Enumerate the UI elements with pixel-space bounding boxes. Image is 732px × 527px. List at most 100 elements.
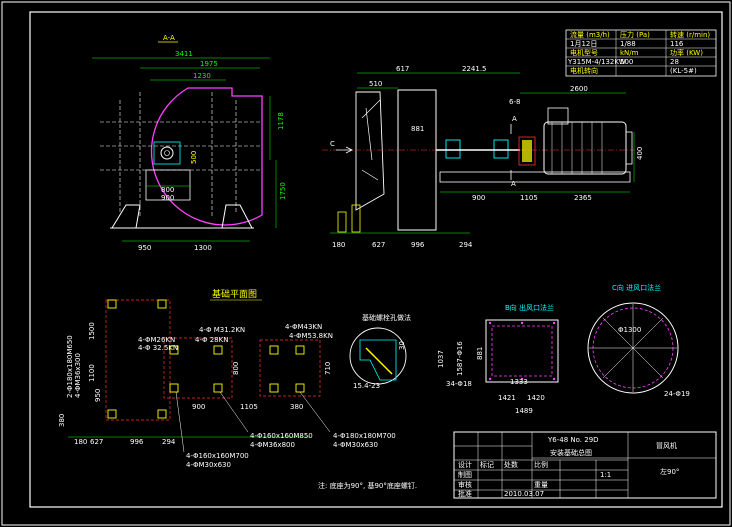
dim-front-5: 500 xyxy=(190,151,198,164)
drawing-note: 注: 底座为90°, 基90°底座螺钉. xyxy=(318,481,417,490)
spec-cell: 流量 (m3/h) xyxy=(570,30,610,39)
plan-dim: 996 xyxy=(130,438,144,446)
bolt-label: 4-Φ180x180M700 xyxy=(333,432,396,440)
load-label: 4-ΦM26KN xyxy=(138,336,175,344)
dim-front-6: 800 xyxy=(161,186,174,194)
plan-title: 基础平面图 xyxy=(212,288,257,300)
title-model: Y6-48 No. 29D xyxy=(547,436,599,444)
detail-dim: 15.4-23 xyxy=(353,382,380,390)
label-a-bottom: A xyxy=(511,180,516,188)
dim-side-4: 2600 xyxy=(570,85,588,93)
plan-dim: 900 xyxy=(192,403,205,411)
dim-side-9: 1105 xyxy=(520,194,538,202)
plan-dim: 1105 xyxy=(240,403,258,411)
title-cell: 比例 xyxy=(534,460,548,469)
spec-cell: 压力 (Pa) xyxy=(620,30,650,39)
c-view-flange: C向 进风口法兰 Φ1300 24-Φ19 xyxy=(587,283,690,398)
fan-casing-side xyxy=(397,89,437,231)
title-cell: 1:1 xyxy=(600,471,611,479)
bolt-label: 4-ΦM36x300 xyxy=(74,353,82,398)
dim-front-3: 1230 xyxy=(193,72,211,80)
title-cell: 制图 xyxy=(458,470,472,479)
bolt-label: 4-ΦM36x800 xyxy=(250,441,295,449)
plan-dim: 627 xyxy=(90,438,103,446)
b-view-flange: B向 出风口法兰 1037 1587-Φ16 881 34-Φ18 1333 1… xyxy=(437,303,559,415)
spec-cell: Y315M-4/132KW xyxy=(567,58,626,66)
bolt-label: 4-Φ160x160M850 xyxy=(250,432,313,440)
bolt-label: 4-Φ160x160M700 xyxy=(186,452,249,460)
dim-front-4: 1178 xyxy=(277,112,285,130)
spec-cell: 116 xyxy=(670,40,684,48)
motor-side xyxy=(543,121,627,175)
base-frame xyxy=(439,171,631,183)
load-label: 4-Φ 32.5KN xyxy=(138,344,178,352)
b-view-title: B向 出风口法兰 xyxy=(505,303,554,312)
spec-cell: 电机转向 xyxy=(570,66,598,75)
anchor-detail: 基础螺栓孔做法 15.4-23 30 xyxy=(349,313,411,390)
title-company: 冒风机 xyxy=(656,441,677,450)
front-view: A-A 3411 1975 1230 800 900 500 xyxy=(92,34,287,252)
foundation-plan: 基础平面图 4-Φ M31.2KN 4-Φ 28KN 4-Φ 32.5KN 4-… xyxy=(58,288,417,490)
dim-front-2: 1975 xyxy=(200,60,218,68)
dim-side-3: 510 xyxy=(369,80,382,88)
plan-dim: 380 xyxy=(290,403,303,411)
spec-cell: 1月12日 xyxy=(570,40,597,48)
dim-side-1: 617 xyxy=(396,65,409,73)
title-cell: 审核 xyxy=(458,480,472,489)
volute-casing xyxy=(150,87,263,226)
c-dim: Φ1300 xyxy=(618,326,641,334)
dim-side-11: 180 xyxy=(332,241,345,249)
b-dim: 1489 xyxy=(515,407,533,415)
dim-front-1: 3411 xyxy=(175,50,193,58)
spec-cell: 500 xyxy=(620,58,633,66)
dim-side-8: 900 xyxy=(472,194,485,202)
title-small: 标记 xyxy=(480,460,494,469)
c-dim: 24-Φ19 xyxy=(664,390,690,398)
bolt-label: 4-ΦM30x630 xyxy=(186,461,231,469)
title-cell: 批准 xyxy=(458,489,472,498)
plan-dim: 380 xyxy=(58,414,66,427)
dim-front-7: 900 xyxy=(161,194,174,202)
title-cell: 重量 xyxy=(534,481,548,489)
title-block: Y6-48 No. 29D 安装基础总图 冒风机 左90° 设计 比例 制图 1… xyxy=(453,431,717,499)
title-cell: 设计 xyxy=(458,460,472,469)
dim-side-2: 2241.5 xyxy=(462,65,487,73)
b-dim: 1421 xyxy=(498,394,516,402)
detail-label: 基础螺栓孔做法 xyxy=(362,313,411,322)
plan-dim: 294 xyxy=(162,438,176,446)
b-dim: 34-Φ18 xyxy=(446,380,472,388)
plan-dim: 180 xyxy=(74,438,87,446)
plan-dim: 1500 xyxy=(88,322,96,340)
label-a-top: A xyxy=(512,115,517,123)
b-dim: 1333 xyxy=(510,378,528,386)
spec-cell: 1/88 xyxy=(620,40,636,48)
dim-side-13: 996 xyxy=(411,241,425,249)
dim-side-6: 6-8 xyxy=(509,98,520,106)
dim-front-8: 1750 xyxy=(279,182,287,200)
b-dim: 1420 xyxy=(527,394,545,402)
dim-side-10: 2365 xyxy=(574,194,592,202)
bolt-label: 2-Φ180x180M650 xyxy=(66,335,74,398)
b-dim: 1587-Φ16 xyxy=(456,341,464,376)
load-label: 4-Φ M31.2KN xyxy=(199,326,245,334)
spec-table: 流量 (m3/h) 压力 (Pa) 转速 (r/min) 1月12日 1/88 … xyxy=(565,29,717,77)
dim-side-5: 881 xyxy=(411,125,424,133)
section-aa-title: A-A xyxy=(163,34,175,42)
detail-dim: 30 xyxy=(398,341,406,350)
dim-side-7: 400 xyxy=(636,147,644,160)
dim-front-10: 1300 xyxy=(194,244,212,252)
plan-dim: 1100 xyxy=(88,364,96,382)
title-cell: 2010.03.07 xyxy=(504,490,544,498)
b-dim: 881 xyxy=(476,347,484,360)
load-label: 4-Φ 28KN xyxy=(195,336,228,344)
title-small: 处数 xyxy=(504,460,518,469)
plan-dim: 800 xyxy=(232,362,240,375)
spec-cell: kN/m xyxy=(620,49,639,57)
side-view: 617 2241.5 510 2600 881 C A A 6-8 xyxy=(322,65,644,249)
c-view-title: C向 进风口法兰 xyxy=(612,283,661,292)
spec-cell: 28 xyxy=(670,58,679,66)
load-label: 4-ΦM53.8KN xyxy=(289,332,333,340)
